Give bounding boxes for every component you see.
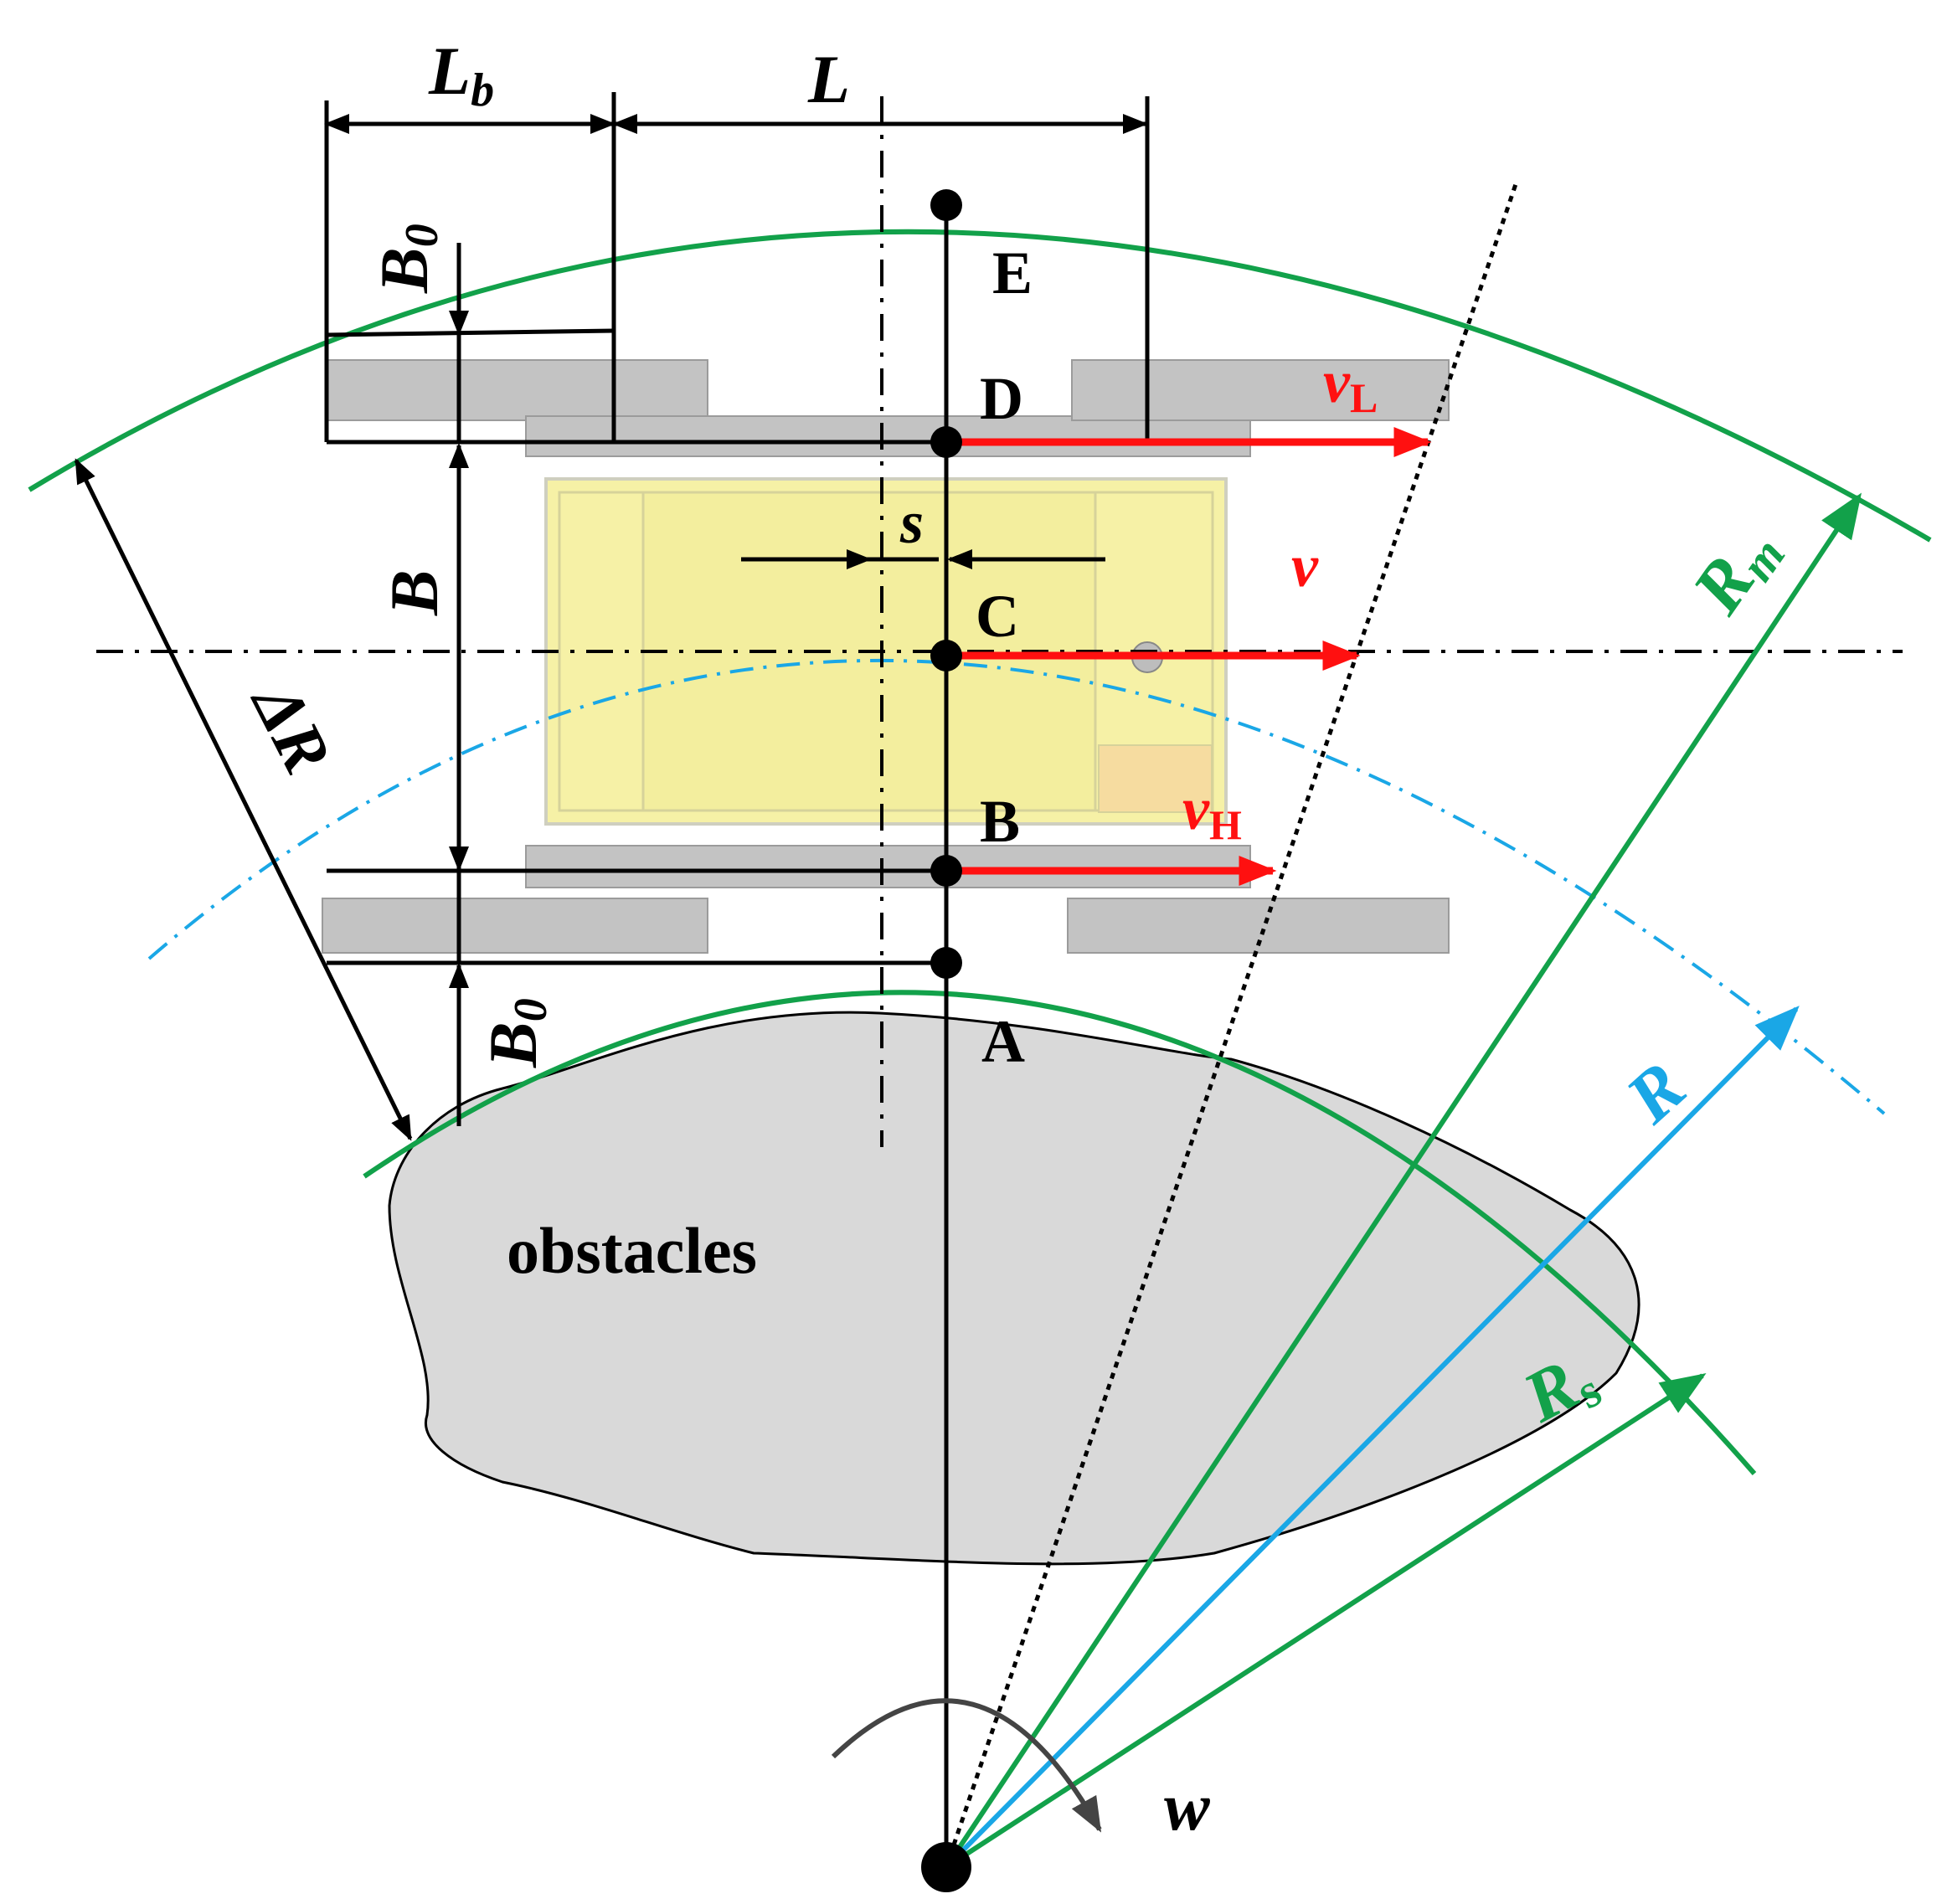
point-B <box>930 855 962 887</box>
label-s: s <box>899 489 924 556</box>
label-B0-bottom: B0 <box>475 998 557 1068</box>
label-deltaR: ΔR <box>237 669 347 785</box>
label-point-A: A <box>981 1008 1025 1075</box>
label-Rm: Rm <box>1676 511 1795 630</box>
point-E <box>930 189 962 221</box>
key-points <box>921 189 971 1892</box>
radius-Rm-vector <box>944 492 1862 1869</box>
obstacle-shape <box>388 1011 1640 1566</box>
label-vH: vH <box>1182 775 1242 848</box>
label-point-C: C <box>976 583 1019 650</box>
label-obstacles: obstacles <box>507 1214 757 1287</box>
point-C <box>930 640 962 672</box>
radius-R-vector <box>944 1006 1800 1870</box>
dotted-tangent-line <box>944 183 1518 1868</box>
label-point-D: D <box>980 365 1023 432</box>
label-point-B: B <box>980 788 1020 855</box>
rotation-arrow <box>831 1698 1102 1833</box>
label-B-dimension: B <box>376 569 452 616</box>
label-vL: vL <box>1323 348 1378 421</box>
point-D <box>930 426 962 458</box>
label-w: w <box>1164 1768 1210 1845</box>
label-v: v <box>1291 533 1319 600</box>
label-R: R <box>1610 1046 1701 1138</box>
label-B0-top: B0 <box>366 224 448 294</box>
label-Lb: Lb <box>428 33 494 116</box>
point-A <box>930 947 962 979</box>
inner-radius-arc <box>363 990 1757 1475</box>
velocity-arrows <box>946 427 1432 886</box>
outer-radius-arc <box>28 229 1932 543</box>
label-L: L <box>807 41 850 117</box>
dimension-lines <box>74 92 1150 1141</box>
rotation-center <box>921 1842 971 1892</box>
label-point-E: E <box>992 239 1033 306</box>
